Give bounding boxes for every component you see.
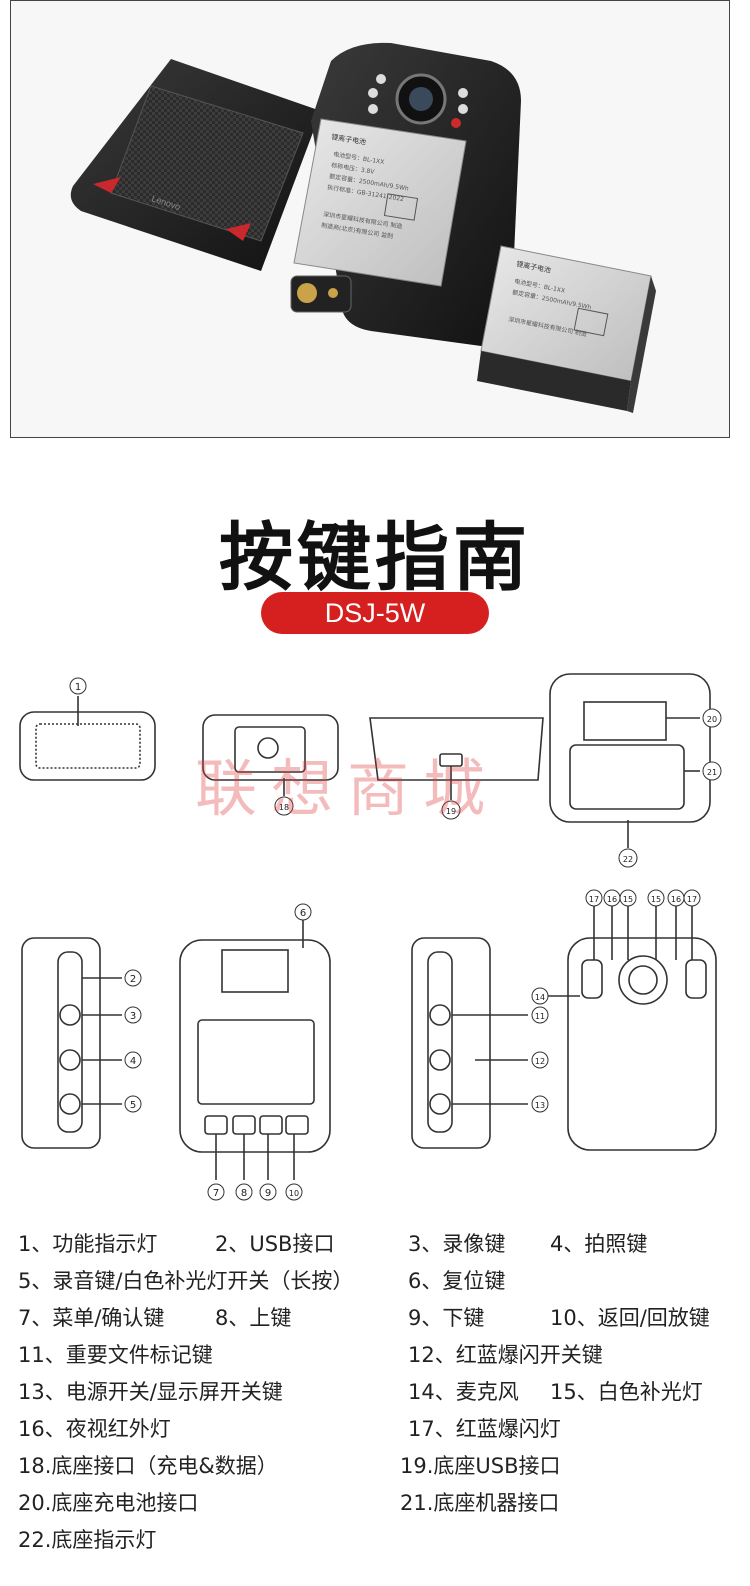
legend-item: 12、红蓝爆闪开关键: [408, 1343, 603, 1367]
callout-16: 16: [667, 889, 685, 907]
callout-19: 19: [441, 800, 461, 820]
callout-label: 16: [607, 895, 617, 904]
callout-label: 3: [130, 1011, 136, 1022]
callout-7: 7: [207, 1183, 225, 1201]
callout-label: 14: [535, 993, 545, 1002]
legend-item: 10、返回/回放键: [550, 1306, 710, 1330]
legend-item: 13、电源开关/显示屏开关键: [18, 1380, 283, 1404]
callout-label: 7: [213, 1188, 219, 1199]
callout-label: 10: [289, 1189, 299, 1198]
callout-label: 18: [279, 803, 289, 812]
callout-12: 12: [531, 1051, 549, 1069]
callout-14: 14: [531, 987, 549, 1005]
callout-1: 1: [69, 677, 87, 695]
legend-item: 2、USB接口: [215, 1232, 335, 1256]
legend-item: 19.底座USB接口: [400, 1454, 561, 1478]
callout-5: 5: [124, 1095, 142, 1113]
callout-label: 5: [130, 1100, 136, 1111]
legend-item: 18.底座接口（充电&数据）: [18, 1454, 278, 1478]
button-legend: 1、功能指示灯 2、USB接口 3、录像键 4、拍照键 5、录音键/白色补光灯开…: [0, 1222, 750, 1582]
callout-20: 20: [702, 708, 722, 728]
legend-item: 8、上键: [215, 1306, 292, 1330]
charging-base-view: [369, 717, 544, 800]
callout-label: 15: [651, 895, 661, 904]
callout-16: 16: [603, 889, 621, 907]
camera-side-view-right: [411, 937, 528, 1149]
callout-21: 21: [702, 761, 722, 781]
callout-3: 3: [124, 1006, 142, 1024]
legend-item: 1、功能指示灯: [18, 1232, 158, 1256]
installed-battery: 锂离子电池 电池型号：BL-1XX 标称电压：3.8V 额定容量：2500mAh…: [293, 118, 467, 287]
model-badge: DSJ-5W: [261, 592, 489, 634]
callout-2: 2: [124, 969, 142, 987]
callout-label: 19: [446, 807, 456, 816]
callout-label: 17: [589, 895, 599, 904]
callout-label: 9: [265, 1188, 271, 1199]
callout-label: 15: [623, 895, 633, 904]
callout-label: 13: [535, 1101, 545, 1110]
product-photo: Lenovo 锂离子电池 电池型号：BL-1XX 标称电压：3.8V 额定容量：…: [10, 0, 730, 438]
button-diagram: 1 2 3 4 5 6 7 8 9 10 11 12 13 14 15 15 1…: [19, 673, 722, 1201]
callout-17: 17: [683, 889, 701, 907]
legend-item: 4、拍照键: [550, 1232, 648, 1256]
callout-15: 15: [647, 889, 665, 907]
charging-base-top-view: [549, 673, 711, 848]
legend-item: 15、白色补光灯: [550, 1380, 703, 1404]
legend-item: 9、下键: [408, 1306, 485, 1330]
callout-label: 21: [707, 768, 717, 777]
callout-8: 8: [235, 1183, 253, 1201]
callout-4: 4: [124, 1051, 142, 1069]
legend-item: 14、麦克风: [408, 1380, 519, 1404]
callout-label: 11: [535, 1012, 545, 1021]
callout-10: 10: [285, 1183, 303, 1201]
legend-item: 7、菜单/确认键: [18, 1306, 165, 1330]
camera-side-view-left: [21, 937, 122, 1149]
callout-6: 6: [294, 903, 312, 921]
callout-label: 8: [241, 1188, 247, 1199]
legend-item: 17、红蓝爆闪灯: [408, 1417, 561, 1441]
product-illustration: Lenovo 锂离子电池 电池型号：BL-1XX 标称电压：3.8V 额定容量：…: [70, 42, 656, 413]
camera-screen-view: [179, 918, 331, 1180]
camera-lens-view: [548, 906, 717, 1151]
callout-label: 2: [130, 974, 136, 985]
callout-17: 17: [585, 889, 603, 907]
legend-item: 22.底座指示灯: [18, 1528, 157, 1552]
camera-bottom-view: [202, 714, 339, 796]
spare-battery: 锂离子电池 电池型号：BL-1XX 额定容量：2500mAh/9.5Wh 深圳市…: [477, 245, 656, 413]
legend-item: 16、夜视红外灯: [18, 1417, 171, 1441]
legend-item: 3、录像键: [408, 1232, 506, 1256]
back-cover: Lenovo: [70, 59, 321, 271]
page-title: 按键指南: [219, 515, 531, 601]
callout-11: 11: [531, 1006, 549, 1024]
callout-13: 13: [531, 1095, 549, 1113]
callout-22: 22: [618, 848, 638, 868]
callout-label: 16: [671, 895, 681, 904]
callout-15: 15: [619, 889, 637, 907]
legend-item: 6、复位键: [408, 1269, 506, 1293]
callout-label: 1: [75, 682, 81, 693]
callout-label: 17: [687, 895, 697, 904]
callout-label: 22: [623, 855, 633, 864]
legend-item: 5、录音键/白色补光灯开关（长按）: [18, 1269, 354, 1293]
legend-item: 20.底座充电池接口: [18, 1491, 199, 1515]
callout-label: 6: [300, 908, 306, 919]
legend-item: 11、重要文件标记键: [18, 1343, 213, 1367]
callout-18: 18: [274, 796, 294, 816]
legend-item: 21.底座机器接口: [400, 1491, 560, 1515]
callout-label: 12: [535, 1057, 545, 1066]
callout-label: 4: [130, 1056, 136, 1067]
callout-9: 9: [259, 1183, 277, 1201]
callout-label: 20: [707, 715, 717, 724]
camera-top-view: [19, 696, 156, 781]
